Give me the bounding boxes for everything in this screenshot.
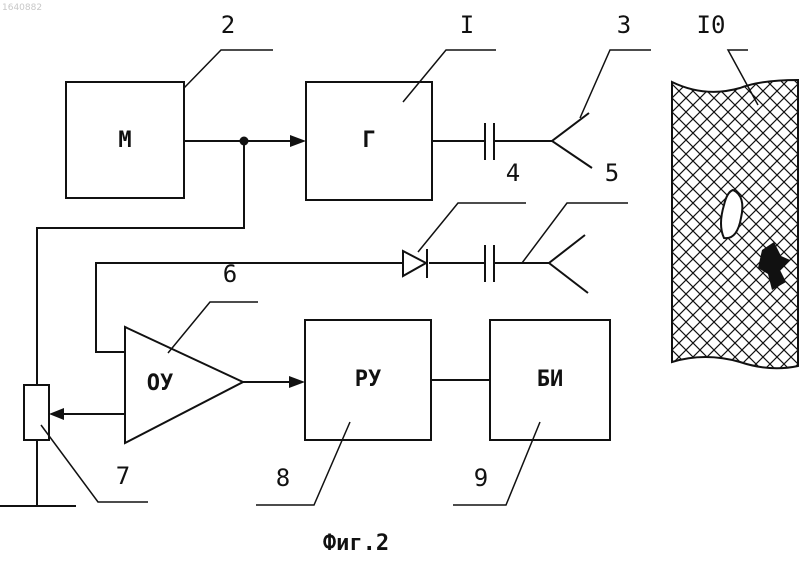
amplifier-triangle (125, 327, 243, 443)
leader-potentiometer (41, 425, 148, 502)
label-modulator: 2 (221, 11, 235, 39)
label-antenna-tx: 3 (617, 11, 631, 39)
leader-antenna-rx (522, 203, 628, 263)
label-medium: I0 (697, 11, 726, 39)
diode-triangle (403, 251, 426, 276)
label-potentiometer: 7 (116, 462, 130, 490)
decision-unit-block-text: РУ (355, 367, 382, 392)
label-amplifier: 6 (223, 260, 237, 288)
leader-antenna-tx (580, 50, 651, 118)
label-generator: I (460, 11, 474, 39)
label-antenna-rx: 5 (605, 159, 619, 187)
leader-generator (403, 50, 496, 102)
leader-modulator (184, 50, 273, 88)
corner-id: 1640882 (2, 3, 42, 13)
generator-block-text: Г (362, 128, 375, 153)
modulator-block-text: М (118, 128, 131, 153)
arrow-to-generator (290, 135, 306, 147)
leader-indicator (453, 422, 540, 505)
indicator-block-text: БИ (537, 367, 564, 392)
arrow-to-decision-unit (289, 376, 305, 388)
antenna-rx (549, 235, 588, 293)
label-decision-unit: 8 (276, 464, 290, 492)
wire-diode-amplifier (96, 263, 403, 352)
label-coupler: 4 (506, 159, 520, 187)
leader-amplifier (168, 302, 258, 353)
leader-coupler (418, 203, 526, 252)
amplifier-block-text: ОУ (147, 371, 174, 396)
leader-decision-unit (256, 422, 350, 505)
figure-caption: Фиг.2 (323, 531, 389, 556)
label-indicator: 9 (474, 464, 488, 492)
wiper-arrow (49, 408, 64, 420)
antenna-tx (552, 113, 592, 168)
